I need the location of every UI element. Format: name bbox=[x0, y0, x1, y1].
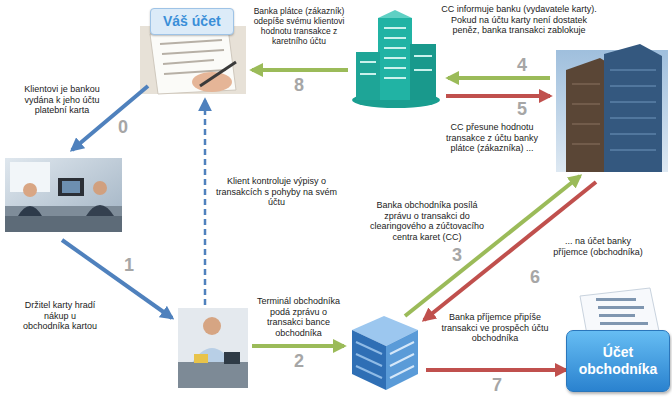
issuer-bank-icon-part bbox=[378, 18, 412, 100]
callout-number: 3 bbox=[450, 246, 464, 264]
issuer-bank-icon-part bbox=[414, 69, 432, 71]
arrow-4 bbox=[448, 76, 550, 80]
receipt-photo-part bbox=[140, 26, 246, 94]
callout-number: 1 bbox=[122, 256, 136, 274]
arrow-5 bbox=[446, 94, 550, 98]
statement-photo-part bbox=[599, 314, 635, 317]
merchant-bank-icon bbox=[352, 316, 418, 390]
step-note: Klientovi je bankou vydána k jeho účtu p… bbox=[12, 84, 112, 116]
merchant-bank-icon-part bbox=[356, 342, 382, 354]
cashier-photo bbox=[178, 308, 248, 388]
step-note: CC informuje banku (vydavatele karty). P… bbox=[440, 4, 598, 36]
merchant-bank-icon-part bbox=[352, 330, 386, 390]
statement-photo-part bbox=[596, 298, 636, 301]
clearing-center-photo-part bbox=[610, 70, 656, 71]
issuer-bank-icon-part bbox=[378, 10, 412, 18]
callout-number: 0 bbox=[116, 118, 130, 136]
clearing-center-photo-part bbox=[610, 150, 656, 151]
cashier-photo-part bbox=[224, 352, 240, 364]
receipt-photo-part bbox=[160, 40, 222, 44]
merchant-bank-icon-part bbox=[390, 342, 414, 354]
receipt-photo bbox=[140, 26, 246, 94]
step-note: Banka obchodníka posílá zprávu o transak… bbox=[362, 200, 492, 242]
issuer-bank-icon-part bbox=[384, 27, 406, 29]
receipt-photo-part bbox=[200, 62, 236, 86]
arrow-statement bbox=[204, 100, 207, 305]
bank-office-photo-part bbox=[5, 158, 122, 232]
merchant-bank-icon-part bbox=[390, 366, 414, 378]
clearing-center-photo bbox=[556, 44, 668, 172]
flow-arrows bbox=[62, 70, 596, 370]
clearing-center-photo-part bbox=[572, 84, 600, 85]
clearing-center-photo-part bbox=[610, 118, 656, 119]
callout-number: 6 bbox=[528, 268, 542, 286]
bank-office-photo-part bbox=[86, 205, 114, 216]
step-note: Terminál obchodníka podá zprávu o transa… bbox=[256, 296, 341, 338]
issuer-bank-icon bbox=[352, 10, 440, 108]
statement-photo-part bbox=[598, 306, 644, 309]
receipt-photo-part bbox=[163, 60, 214, 64]
account-box: Váš účet bbox=[150, 8, 234, 35]
callout-number: 7 bbox=[490, 376, 504, 394]
arrow-2 bbox=[252, 344, 344, 348]
issuer-bank-icon-part bbox=[384, 47, 406, 49]
clearing-center-photo-part bbox=[572, 104, 600, 105]
issuer-bank-icon-part bbox=[360, 73, 376, 75]
merchant-account-box: Účet obchodníka bbox=[566, 330, 670, 392]
issuer-bank-icon-part bbox=[414, 55, 432, 57]
step-note: Držitel karty hradí nákup u obchodníka k… bbox=[20, 300, 100, 332]
statement-photo-part bbox=[600, 322, 648, 325]
issuer-bank-icon-part bbox=[384, 57, 406, 59]
clearing-center-photo-part bbox=[566, 58, 610, 172]
callout-number: 2 bbox=[292, 352, 306, 370]
clearing-center-photo-part bbox=[604, 44, 662, 172]
receipt-photo-part bbox=[150, 28, 236, 94]
step-note: CC přesune hodnotu transakce z účtu bank… bbox=[433, 122, 551, 154]
arrow-3 bbox=[405, 176, 580, 316]
merchant-bank-icon-part bbox=[356, 354, 382, 366]
merchant-bank-icon-part bbox=[356, 366, 382, 378]
callout-number: 8 bbox=[292, 76, 306, 94]
issuer-bank-icon-part bbox=[384, 77, 406, 79]
arrow-7 bbox=[426, 368, 566, 372]
bank-office-photo-part bbox=[62, 181, 80, 193]
cashier-photo-part bbox=[194, 354, 208, 363]
issuer-bank-icon-part bbox=[360, 61, 376, 63]
bank-office-photo-part bbox=[18, 206, 42, 216]
node-text: Účet obchodníka bbox=[575, 344, 661, 378]
issuer-bank-icon-part bbox=[384, 37, 406, 39]
callout-number: 4 bbox=[515, 56, 529, 74]
bank-office-photo bbox=[5, 158, 122, 232]
arrow-8 bbox=[252, 68, 348, 72]
step-note: Klient kontroluje výpisy o transakcích s… bbox=[214, 176, 339, 208]
callout-number: 5 bbox=[515, 100, 529, 118]
bank-office-photo-part bbox=[93, 181, 107, 195]
clearing-center-photo-part bbox=[572, 144, 600, 145]
clearing-center-photo-part bbox=[610, 86, 656, 87]
bank-office-photo-part bbox=[23, 183, 37, 197]
issuer-bank-icon-part bbox=[384, 67, 406, 69]
merchant-bank-icon-part bbox=[390, 354, 414, 366]
clearing-center-photo-part bbox=[572, 124, 600, 125]
cashier-photo-part bbox=[178, 362, 248, 388]
step-note: Banka příjemce připíše transakci ve pros… bbox=[440, 312, 550, 344]
issuer-bank-icon-part bbox=[356, 52, 380, 100]
receipt-photo-part bbox=[192, 72, 232, 92]
receipt-photo-part bbox=[162, 50, 224, 54]
bank-office-photo-part bbox=[5, 216, 122, 232]
clearing-center-photo-part bbox=[610, 102, 656, 103]
bank-office-photo-part bbox=[5, 206, 122, 216]
node-text: Váš účet bbox=[163, 13, 221, 30]
clearing-center-photo-part bbox=[610, 134, 656, 135]
issuer-bank-icon-part bbox=[410, 44, 436, 100]
step-note: ... na účet banky příjemce (obchodníka) bbox=[548, 236, 648, 257]
bank-office-photo-part bbox=[58, 178, 84, 196]
cashier-photo-part bbox=[178, 308, 248, 388]
cashier-photo-part bbox=[203, 317, 221, 335]
merchant-bank-icon-part bbox=[386, 330, 418, 390]
step-note: Banka plátce (zákazník) odepíše svému kl… bbox=[248, 6, 350, 46]
